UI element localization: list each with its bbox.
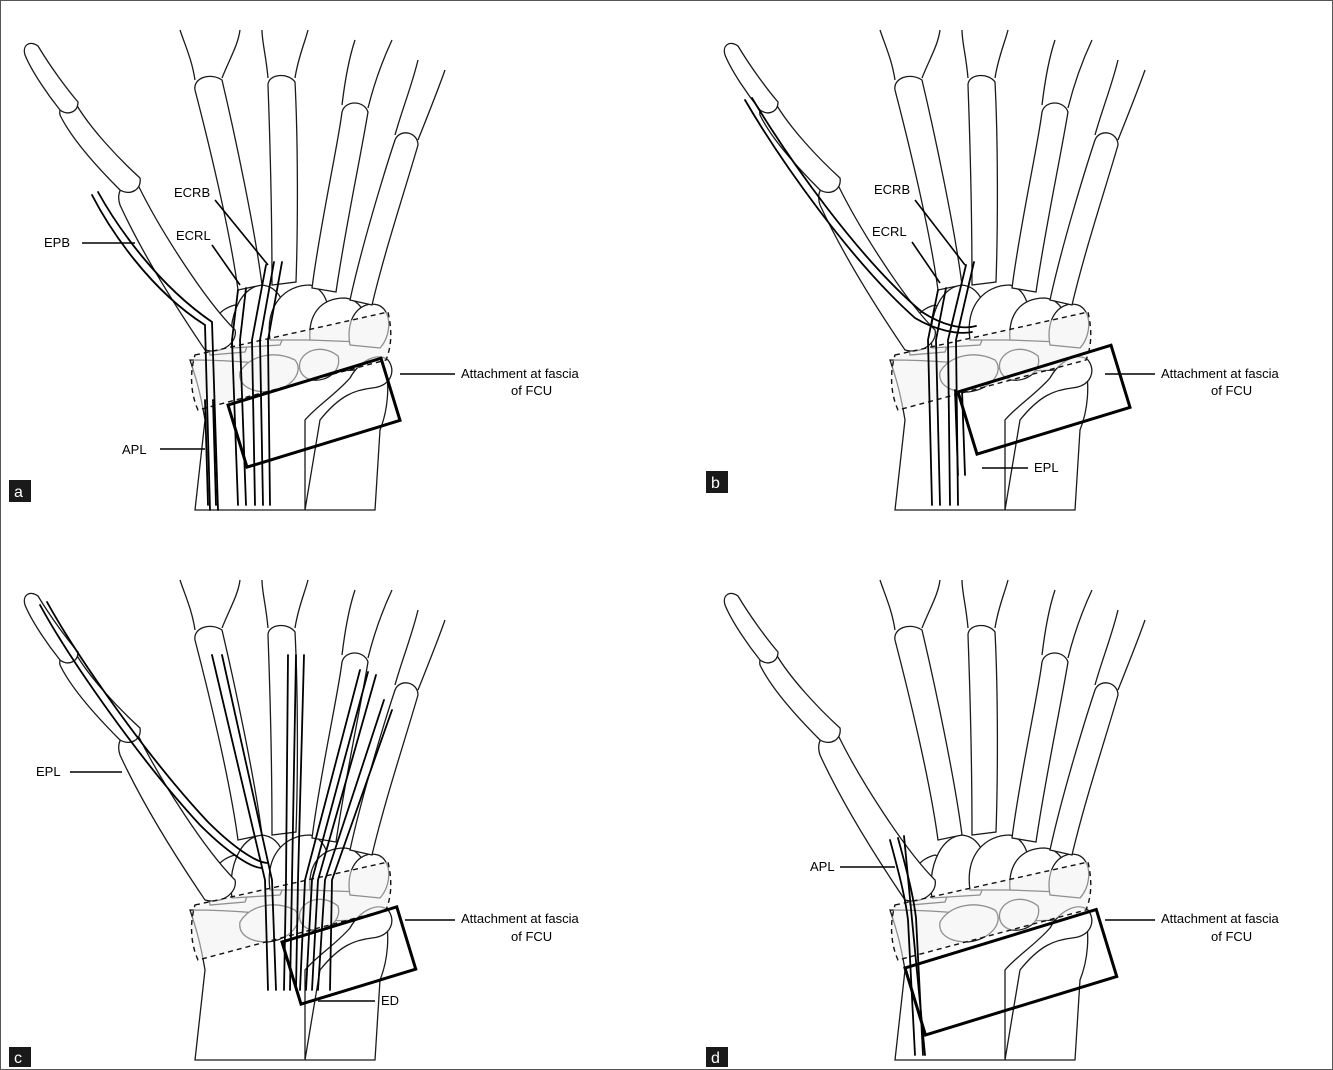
panel-d: APL Attachment at fascia of FCU d [706, 580, 1280, 1067]
panel-b: ECRB ECRL EPL Attachment at fascia of FC… [706, 30, 1280, 510]
label-ed-c: ED [381, 993, 399, 1008]
panel-letter-a: a [14, 484, 23, 501]
label-ecrb-b: ECRB [874, 182, 910, 197]
label-epl-c: EPL [36, 764, 61, 779]
label-ecrb-a: ECRB [174, 185, 210, 200]
panel-a: ECRB ECRL EPB APL Attachment at fascia o… [9, 30, 580, 510]
label-epl-b: EPL [1034, 460, 1059, 475]
label-ecrl-a: ECRL [176, 228, 211, 243]
label-epb-a: EPB [44, 235, 70, 250]
attachment-line2-c: of FCU [511, 929, 552, 944]
attachment-line1-c: Attachment at fascia [461, 911, 580, 926]
attachment-line1-a: Attachment at fascia [461, 366, 580, 381]
panel-letter-d: d [711, 1050, 720, 1067]
attachment-line2-a: of FCU [511, 383, 552, 398]
panel-letter-b: b [711, 475, 720, 492]
attachment-line1-b: Attachment at fascia [1161, 366, 1280, 381]
label-apl-d: APL [810, 859, 835, 874]
panel-c: EPL ED Attachment at fascia of FCU c [9, 580, 580, 1067]
panel-letter-c: c [14, 1050, 22, 1067]
attachment-line2-d: of FCU [1211, 929, 1252, 944]
attachment-line2-b: of FCU [1211, 383, 1252, 398]
label-ecrl-b: ECRL [872, 224, 907, 239]
attachment-line1-d: Attachment at fascia [1161, 911, 1280, 926]
label-apl-a: APL [122, 442, 147, 457]
